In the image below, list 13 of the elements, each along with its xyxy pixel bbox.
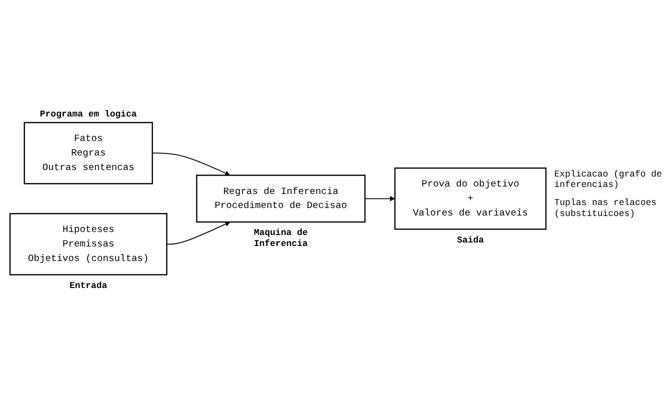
- node-box: Hipoteses Premissas Objetivos (consultas): [9, 213, 168, 276]
- arrow: [364, 196, 396, 202]
- node-caption: Maquina de Inferencia: [254, 228, 308, 250]
- node-caption: Programa em logica: [40, 110, 137, 120]
- node-box: Prova do objetivo + Valores de variaveis: [394, 168, 546, 230]
- node-box: Fatos Regras Outras sentencas: [24, 122, 153, 185]
- arrow: [166, 222, 230, 246]
- node-caption: Tuplas nas relacoes (substituicoes): [554, 198, 657, 220]
- node-caption: Explicacao (grafo de inferencias): [554, 170, 662, 191]
- node-caption: Saida: [456, 236, 484, 246]
- node-caption: Entrada: [70, 281, 108, 292]
- node-box: Regras de Inferencia Procedimento de Decisao: [196, 175, 366, 224]
- arrow: [152, 153, 230, 176]
